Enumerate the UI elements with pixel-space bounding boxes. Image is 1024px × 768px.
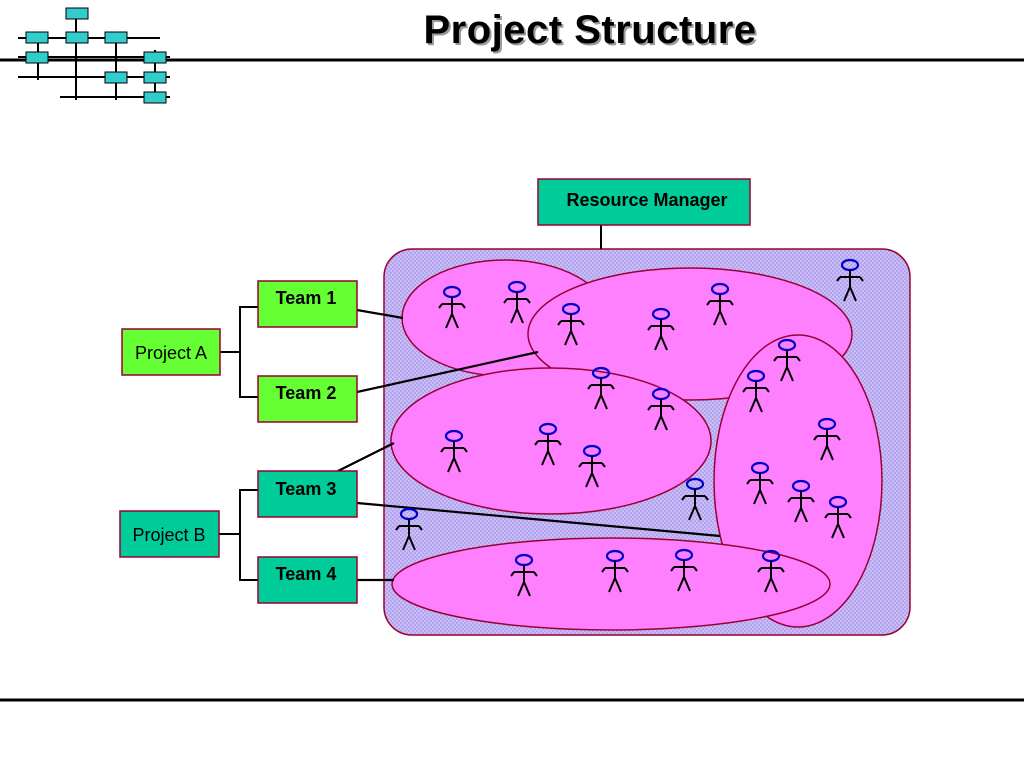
team-4-label: Team 4 <box>276 564 337 584</box>
team-1-label: Team 1 <box>276 288 337 308</box>
resource-manager-box[interactable]: Resource Manager <box>537 178 751 226</box>
project-a-label: Project A <box>135 343 207 363</box>
team-3-label: Team 3 <box>276 479 337 499</box>
project-b-box[interactable]: Project B <box>119 510 220 558</box>
project-a-box[interactable]: Project A <box>121 328 221 376</box>
team-3-box[interactable]: Team 3 <box>257 470 358 518</box>
team-3-connector-b <box>356 501 721 538</box>
org-chart-logo-icon <box>18 7 170 104</box>
project-b-label: Project B <box>132 525 205 545</box>
team-2-label: Team 2 <box>276 383 337 403</box>
slide-title: Project Structure <box>423 8 757 52</box>
team-1-box[interactable]: Team 1 <box>257 280 358 328</box>
team-1-connector <box>356 308 404 320</box>
team-4-group <box>391 537 831 631</box>
team-2-box[interactable]: Team 2 <box>257 375 358 423</box>
team-2-connector <box>356 350 539 394</box>
resource-manager-label: Resource Manager <box>566 190 727 210</box>
team-4-box[interactable]: Team 4 <box>257 556 358 604</box>
team-3-connector-a <box>337 442 395 472</box>
